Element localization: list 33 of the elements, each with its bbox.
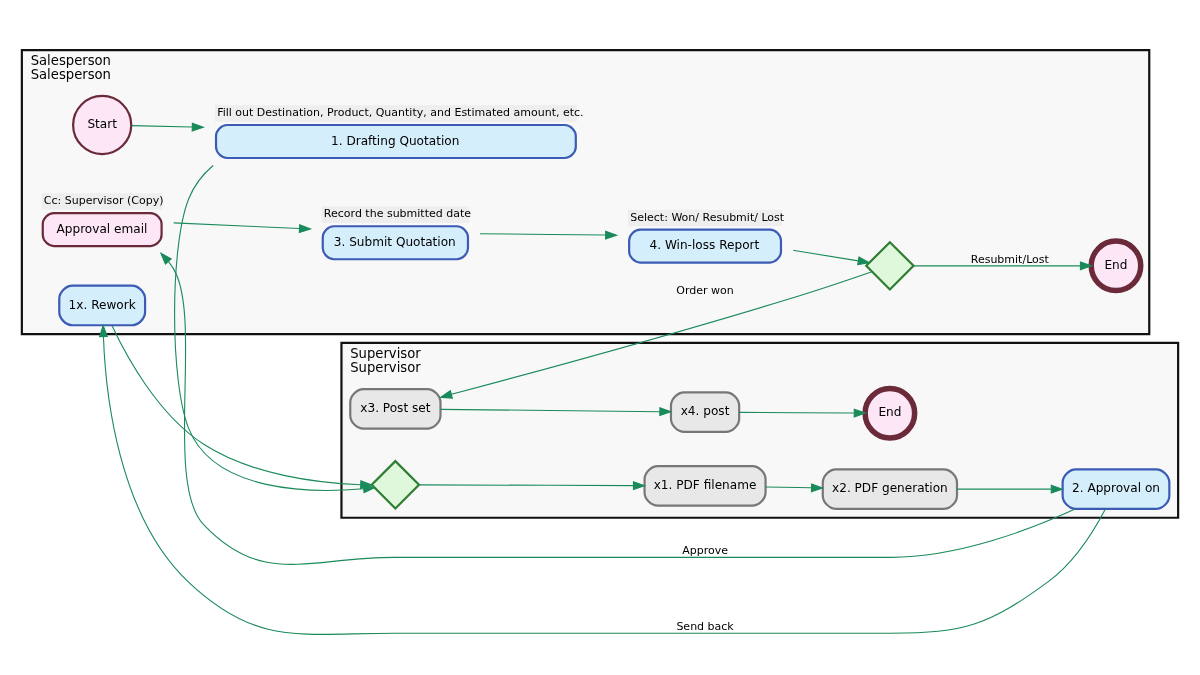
node-box: 1x. Rework	[58, 284, 147, 326]
arrow	[418, 480, 647, 490]
node-circle: End	[862, 385, 918, 441]
node-label: Cc: Supervisor (Copy)	[43, 193, 164, 207]
arrow	[913, 260, 1094, 270]
node-box: x2. PDF generation	[821, 467, 959, 510]
edge-label: Send back	[676, 619, 734, 633]
node-diamond	[370, 459, 421, 510]
edge-label: Resubmit/Lost	[970, 252, 1049, 266]
arrow	[173, 221, 313, 233]
node-circle: Start	[72, 94, 133, 155]
node-box: 2. Approval on	[1061, 467, 1171, 510]
node-circle: End	[1088, 237, 1144, 293]
arrow	[439, 406, 673, 416]
arrow	[792, 249, 871, 265]
node-diamond	[864, 240, 916, 291]
arrow	[479, 229, 619, 240]
edge-label: Order won	[676, 283, 734, 297]
arrow	[956, 484, 1064, 494]
arrow	[439, 270, 873, 399]
arrow	[159, 251, 1076, 565]
node-box: x1. PDF filename	[643, 464, 767, 507]
arrow	[765, 482, 825, 492]
arrow	[111, 324, 374, 489]
edge-label: Approve	[682, 543, 728, 557]
arrow	[131, 121, 205, 132]
node-label: Record the submitted date	[323, 206, 472, 220]
arrow	[98, 323, 1106, 635]
arrow	[738, 407, 867, 418]
node-box: x4. post	[669, 390, 741, 433]
node-label: Select: Won/ Resubmit/ Lost	[630, 210, 785, 224]
node-label: Fill out Destination, Product, Quantity, and Estimated amount, etc.	[217, 105, 584, 119]
node-box: x3. Post set	[349, 387, 442, 430]
